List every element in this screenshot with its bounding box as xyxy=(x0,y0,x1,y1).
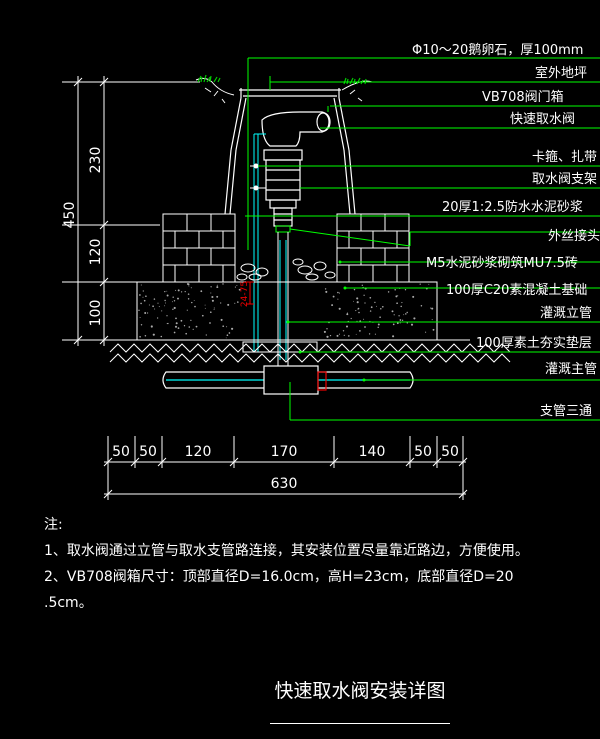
label-brick-masonry: M5水泥砂浆砌筑MU7.5砖 xyxy=(426,255,578,271)
label-clamp: 卡箍、扎带 xyxy=(532,149,597,165)
label-main-pipe: 灌溉主管 xyxy=(545,362,597,377)
valve-bracket xyxy=(253,133,266,352)
note-2-cont: .5cm。 xyxy=(44,595,93,611)
grass-icon xyxy=(197,74,367,85)
label-waterproof-mortar: 20厚1:2.5防水水泥砂浆 xyxy=(442,199,583,215)
pebbles xyxy=(236,258,336,281)
dim-450: 450 xyxy=(62,202,78,229)
note-1: 1、取水阀通过立管与取水支管路连接，其安装位置尽量靠近路边，方便使用。 xyxy=(44,543,529,559)
notes-heading: 注: xyxy=(44,517,63,533)
hdim-total: 630 xyxy=(271,476,298,492)
label-quick-valve: 快速取水阀 xyxy=(510,112,575,127)
label-outdoor-ground: 室外地坪 xyxy=(535,65,587,81)
dim-120: 120 xyxy=(88,239,104,266)
hdim-1: 50 xyxy=(139,444,157,460)
soil-hatch xyxy=(109,339,511,363)
label-concrete-base: 100厚C20素混凝土基础 xyxy=(446,282,587,298)
hdim-0: 50 xyxy=(112,444,130,460)
drawing-title: 快速取水阀安装详图 xyxy=(274,680,446,702)
label-male-adapter: 外丝接头 xyxy=(548,228,600,244)
hdim-3: 170 xyxy=(271,444,298,460)
hdim-2: 120 xyxy=(185,444,212,460)
leader-dots xyxy=(286,260,366,382)
brick-wall-right xyxy=(336,213,410,283)
valve-box xyxy=(224,88,356,215)
note-2: 2、VB708阀箱尺寸：顶部直径D=16.0cm，高H=23cm，底部直径D=2… xyxy=(44,569,514,585)
horizontal-dimensions xyxy=(103,436,468,500)
dim-100: 100 xyxy=(88,300,104,327)
label-valve-box: VB708阀门箱 xyxy=(482,89,564,105)
notes: 注: 1、取水阀通过立管与取水支管路连接，其安装位置尽量靠近路边，方便使用。 2… xyxy=(44,512,600,616)
quick-valve xyxy=(261,111,331,227)
concrete-speckle xyxy=(138,283,435,339)
dim-230: 230 xyxy=(88,147,104,174)
label-pebble-layer: Φ10～20鹅卵石，厚100mm xyxy=(412,42,583,58)
leader-lines xyxy=(245,57,600,421)
title-underline xyxy=(270,723,450,724)
label-branch-tee: 支管三通 xyxy=(540,404,592,419)
hdim-4: 140 xyxy=(359,444,386,460)
riser-plate xyxy=(242,341,318,353)
small-dim-marks xyxy=(246,281,254,305)
small-dim: 24-75 xyxy=(240,281,250,307)
brick-wall-left xyxy=(162,213,236,283)
label-valve-bracket: 取水阀支架 xyxy=(532,172,597,187)
vertical-dimensions xyxy=(62,76,200,346)
hdim-6: 50 xyxy=(441,444,459,460)
label-riser: 灌溉立管 xyxy=(540,306,592,321)
branch-tee xyxy=(263,365,327,395)
label-compacted-soil: 100厚素土夯实垫层 xyxy=(476,335,592,351)
hdim-5: 50 xyxy=(414,444,432,460)
